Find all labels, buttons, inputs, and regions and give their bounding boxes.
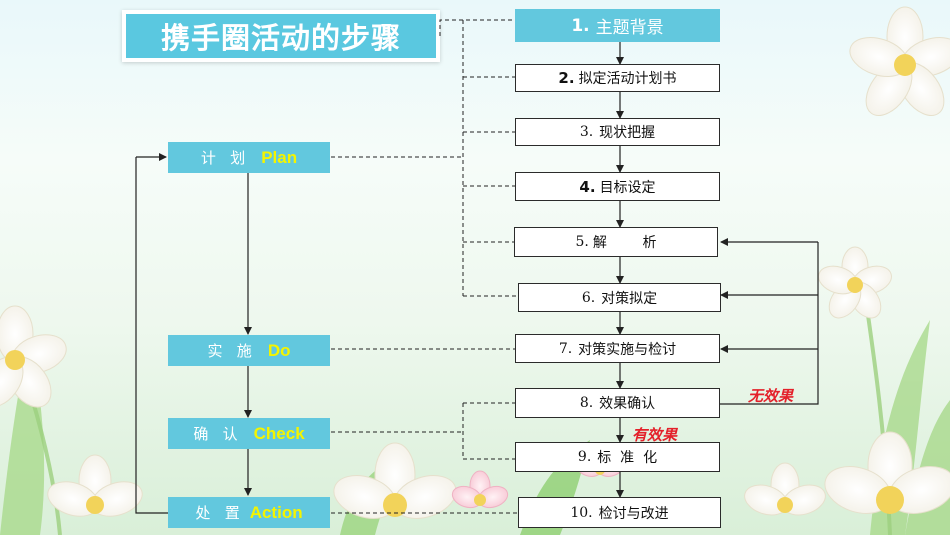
- step-2-text: 拟定活动计划书: [578, 71, 677, 87]
- feedback-loop-line: [720, 242, 819, 405]
- step-7-number: 7.: [558, 340, 573, 357]
- step-3-text: 现状把握: [599, 125, 656, 141]
- step-4-text: 目标设定: [599, 179, 656, 196]
- step-6-box: 6. 对策拟定: [518, 283, 721, 312]
- step-2-box: 2.拟定活动计划书: [515, 64, 720, 92]
- step-2-number: 2.: [558, 69, 575, 87]
- phase-action: 处 置 Action: [168, 497, 330, 528]
- step-3-box: 3. 现状把握: [515, 118, 720, 146]
- step-9-text: 标 准 化: [597, 450, 658, 466]
- flower-decoration: [824, 431, 950, 514]
- title-frame: 携手圈活动的步骤: [122, 10, 440, 62]
- phase-do-label: 实 施: [207, 342, 252, 360]
- phase-do-en: Do: [267, 340, 291, 360]
- phase-check: 确 认 Check: [168, 418, 330, 449]
- effective-label: 有效果: [632, 426, 678, 444]
- phase-action-label: 处 置: [195, 504, 240, 522]
- phase-do: 实 施 Do: [168, 335, 330, 366]
- step-3-number: 3.: [579, 124, 594, 140]
- flower-decoration: [0, 305, 67, 408]
- flower-decoration: [451, 470, 509, 509]
- pdca-loop-line: [135, 157, 168, 514]
- phase-plan: 计 划 Plan: [168, 142, 330, 173]
- phase-plan-en: Plan: [261, 147, 298, 167]
- step-5-number: 5.: [575, 234, 589, 250]
- flower-decoration: [333, 442, 457, 519]
- step-4-number: 4.: [579, 177, 596, 196]
- step-9-box: 9. 标 准 化: [515, 442, 720, 472]
- step-1-box: 1.主题背景: [515, 9, 720, 42]
- step-5-text: 解 析: [592, 235, 657, 251]
- step-1-text: 主题背景: [595, 18, 664, 38]
- step-4-box: 4.目标设定: [515, 172, 720, 201]
- step-10-number: 10.: [570, 504, 593, 521]
- no-effect-label: 无效果: [748, 387, 794, 405]
- step-5-box: 5.解 析: [514, 227, 718, 257]
- step-1-number: 1.: [571, 15, 590, 36]
- step-7-box: 7. 对策实施与检讨: [515, 334, 720, 363]
- flower-decoration: [849, 6, 950, 116]
- step-8-number: 8.: [579, 395, 594, 411]
- phase-action-en: Action: [249, 502, 303, 522]
- step-6-text: 对策拟定: [601, 290, 658, 307]
- dashed-title-step1: [439, 19, 515, 36]
- step-10-text: 检讨与改进: [598, 505, 669, 522]
- flower-decoration: [744, 462, 826, 516]
- step-10-box: 10. 检讨与改进: [518, 497, 721, 528]
- phase-plan-label: 计 划: [200, 149, 246, 167]
- step-7-text: 对策实施与检讨: [578, 341, 677, 358]
- phase-check-en: Check: [253, 423, 305, 443]
- flower-decoration: [47, 454, 143, 517]
- page-title: 携手圈活动的步骤: [126, 14, 436, 58]
- step-8-text: 效果确认: [599, 396, 656, 412]
- flower-decoration: [818, 246, 892, 319]
- phase-check-label: 确 认: [193, 425, 238, 443]
- step-9-number: 9.: [577, 449, 592, 465]
- step-8-box: 8. 效果确认: [515, 388, 720, 418]
- step-6-number: 6.: [581, 289, 596, 306]
